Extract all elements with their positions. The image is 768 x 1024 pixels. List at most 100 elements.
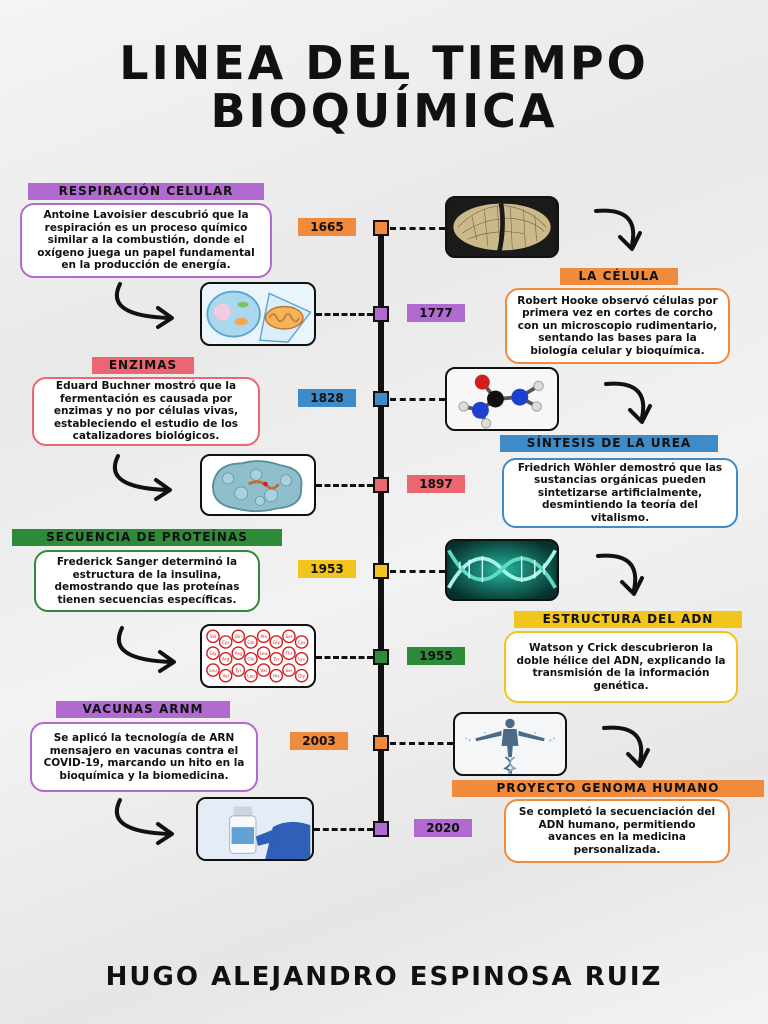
heading-enzimas: ENZIMAS xyxy=(92,357,194,374)
heading-proyecto-genoma: PROYECTO GENOMA HUMANO xyxy=(452,780,764,797)
vaccine-vial-image xyxy=(196,797,314,861)
connector-1777 xyxy=(316,313,373,316)
svg-text:Leu: Leu xyxy=(260,651,268,656)
year-label-1777: 1777 xyxy=(407,304,465,322)
urea-molecule-image xyxy=(445,367,559,431)
svg-text:Val: Val xyxy=(223,674,229,679)
amino-acid-bead: Gln xyxy=(231,629,246,644)
svg-text:Ser: Ser xyxy=(285,634,292,639)
year-label-2003: 2003 xyxy=(290,732,348,750)
amino-acid-bead: Cys xyxy=(294,635,309,649)
amino-acid-bead: Tyr xyxy=(231,663,246,677)
description-2003: Se completó la secuenciación del ADN hum… xyxy=(504,799,730,863)
page-title-line2: BIOQUÍMICA xyxy=(210,84,558,138)
svg-text:Gly: Gly xyxy=(298,674,305,679)
svg-text:Tyr: Tyr xyxy=(272,657,279,662)
amino-acid-bead: Gly xyxy=(269,635,284,649)
amino-acid-bead: Lys xyxy=(294,652,309,666)
timeline-node-2003 xyxy=(373,735,389,751)
year-label-1897: 1897 xyxy=(407,475,465,493)
amino-acid-bead: Val xyxy=(256,663,271,677)
amino-acid-bead: Val xyxy=(206,629,220,644)
timeline-axis xyxy=(378,225,384,837)
amino-acid-bead: Leu xyxy=(244,668,258,683)
svg-text:Gly: Gly xyxy=(273,640,280,645)
amino-acid-bead: Thr xyxy=(282,646,296,660)
svg-text:Val: Val xyxy=(210,634,216,639)
connector-1953 xyxy=(390,570,445,573)
curved-arrow-icon xyxy=(592,205,652,255)
amino-acid-bead: Leu xyxy=(206,663,220,677)
curved-arrow-icon xyxy=(106,452,176,502)
amino-acid-bead: Ser xyxy=(282,663,296,677)
svg-text:His: His xyxy=(273,674,280,679)
cork-cells-image xyxy=(445,196,559,258)
year-label-2020: 2020 xyxy=(414,819,472,837)
description-1897: Eduard Buchner mostró que la fermentació… xyxy=(32,377,260,446)
svg-text:Arg: Arg xyxy=(222,657,230,662)
amino-acid-bead: Tyr xyxy=(269,652,284,666)
description-1955: Frederick Sanger determinó la estructura… xyxy=(34,550,260,612)
description-1777: Antoine Lavoisier descubrió que la respi… xyxy=(20,203,272,278)
curved-arrow-icon xyxy=(594,550,654,600)
amino-acid-bead: Arg xyxy=(231,646,246,660)
heading-estructura-adn: ESTRUCTURA DEL ADN xyxy=(514,611,742,628)
timeline-node-1828 xyxy=(373,391,389,407)
amino-acid-bead: Leu xyxy=(256,646,271,660)
mitochondria-image xyxy=(200,282,316,346)
amino-acid-bead: His xyxy=(269,668,284,683)
description-2020: Se aplicó la tecnología de ARN mensajero… xyxy=(30,722,258,792)
connector-1828 xyxy=(390,398,445,401)
heading-la-celula: LA CÉLULA xyxy=(560,268,678,285)
curved-arrow-icon xyxy=(600,722,660,772)
heading-vacunas-arnm: VACUNAS ARNM xyxy=(56,701,230,718)
year-label-1828: 1828 xyxy=(298,389,356,407)
timeline-node-1953 xyxy=(373,563,389,579)
svg-text:Leu: Leu xyxy=(247,674,255,679)
amino-acid-bead: Arg xyxy=(218,652,233,666)
curved-arrow-icon xyxy=(108,796,178,846)
connector-1955 xyxy=(316,656,373,659)
curved-arrow-icon xyxy=(108,280,178,330)
connector-2020 xyxy=(314,828,373,831)
description-1828: Friedrich Wöhler demostró que las sustan… xyxy=(502,458,738,528)
svg-text:Gln: Gln xyxy=(235,634,242,639)
description-1953: Watson y Crick descubrieron la doble hél… xyxy=(504,631,738,703)
connector-1897 xyxy=(316,484,373,487)
heading-secuencia-proteinas: SECUENCIA DE PROTEÍNAS xyxy=(12,529,282,546)
timeline-node-1897 xyxy=(373,477,389,493)
connector-2003 xyxy=(390,742,453,745)
heading-sintesis-urea: SÍNTESIS DE LA UREA xyxy=(500,435,718,452)
timeline-node-1777 xyxy=(373,306,389,322)
timeline-node-1955 xyxy=(373,649,389,665)
svg-text:Ser: Ser xyxy=(285,668,292,673)
amino-acid-bead: Gly xyxy=(206,646,220,660)
description-1665: Robert Hooke observó células por primera… xyxy=(505,288,730,364)
amino-acid-bead: Ser xyxy=(282,629,296,644)
amino-acid-bead: Gln xyxy=(244,635,258,649)
svg-text:Lys: Lys xyxy=(298,657,305,662)
year-label-1953: 1953 xyxy=(298,560,356,578)
amino-acid-bead: Ala xyxy=(256,629,271,644)
svg-text:Val: Val xyxy=(260,668,266,673)
svg-text:Gln: Gln xyxy=(247,640,254,645)
curved-arrow-icon xyxy=(602,378,662,428)
svg-text:Cys: Cys xyxy=(298,640,306,645)
svg-text:Leu: Leu xyxy=(209,668,217,673)
human-genome-image xyxy=(453,712,567,776)
enzyme-structure-image xyxy=(200,454,316,516)
author-name: HUGO ALEJANDRO ESPINOSA RUIZ xyxy=(105,962,663,992)
year-label-1955: 1955 xyxy=(407,647,465,665)
svg-text:Tyr: Tyr xyxy=(234,668,241,673)
page-title-line1: LINEA DEL TIEMPO xyxy=(119,36,649,90)
heading-respiracion-celular: RESPIRACIÓN CELULAR xyxy=(28,183,264,200)
connector-1665 xyxy=(390,227,445,230)
timeline-node-1665 xyxy=(373,220,389,236)
amino-acid-bead: Val xyxy=(218,668,233,683)
svg-text:Cys: Cys xyxy=(222,640,230,645)
svg-text:Thr: Thr xyxy=(284,651,292,656)
year-label-1665: 1665 xyxy=(298,218,356,236)
amino-acid-bead: Glu xyxy=(244,652,258,666)
svg-text:Ala: Ala xyxy=(260,634,267,639)
svg-text:Gly: Gly xyxy=(210,651,217,656)
